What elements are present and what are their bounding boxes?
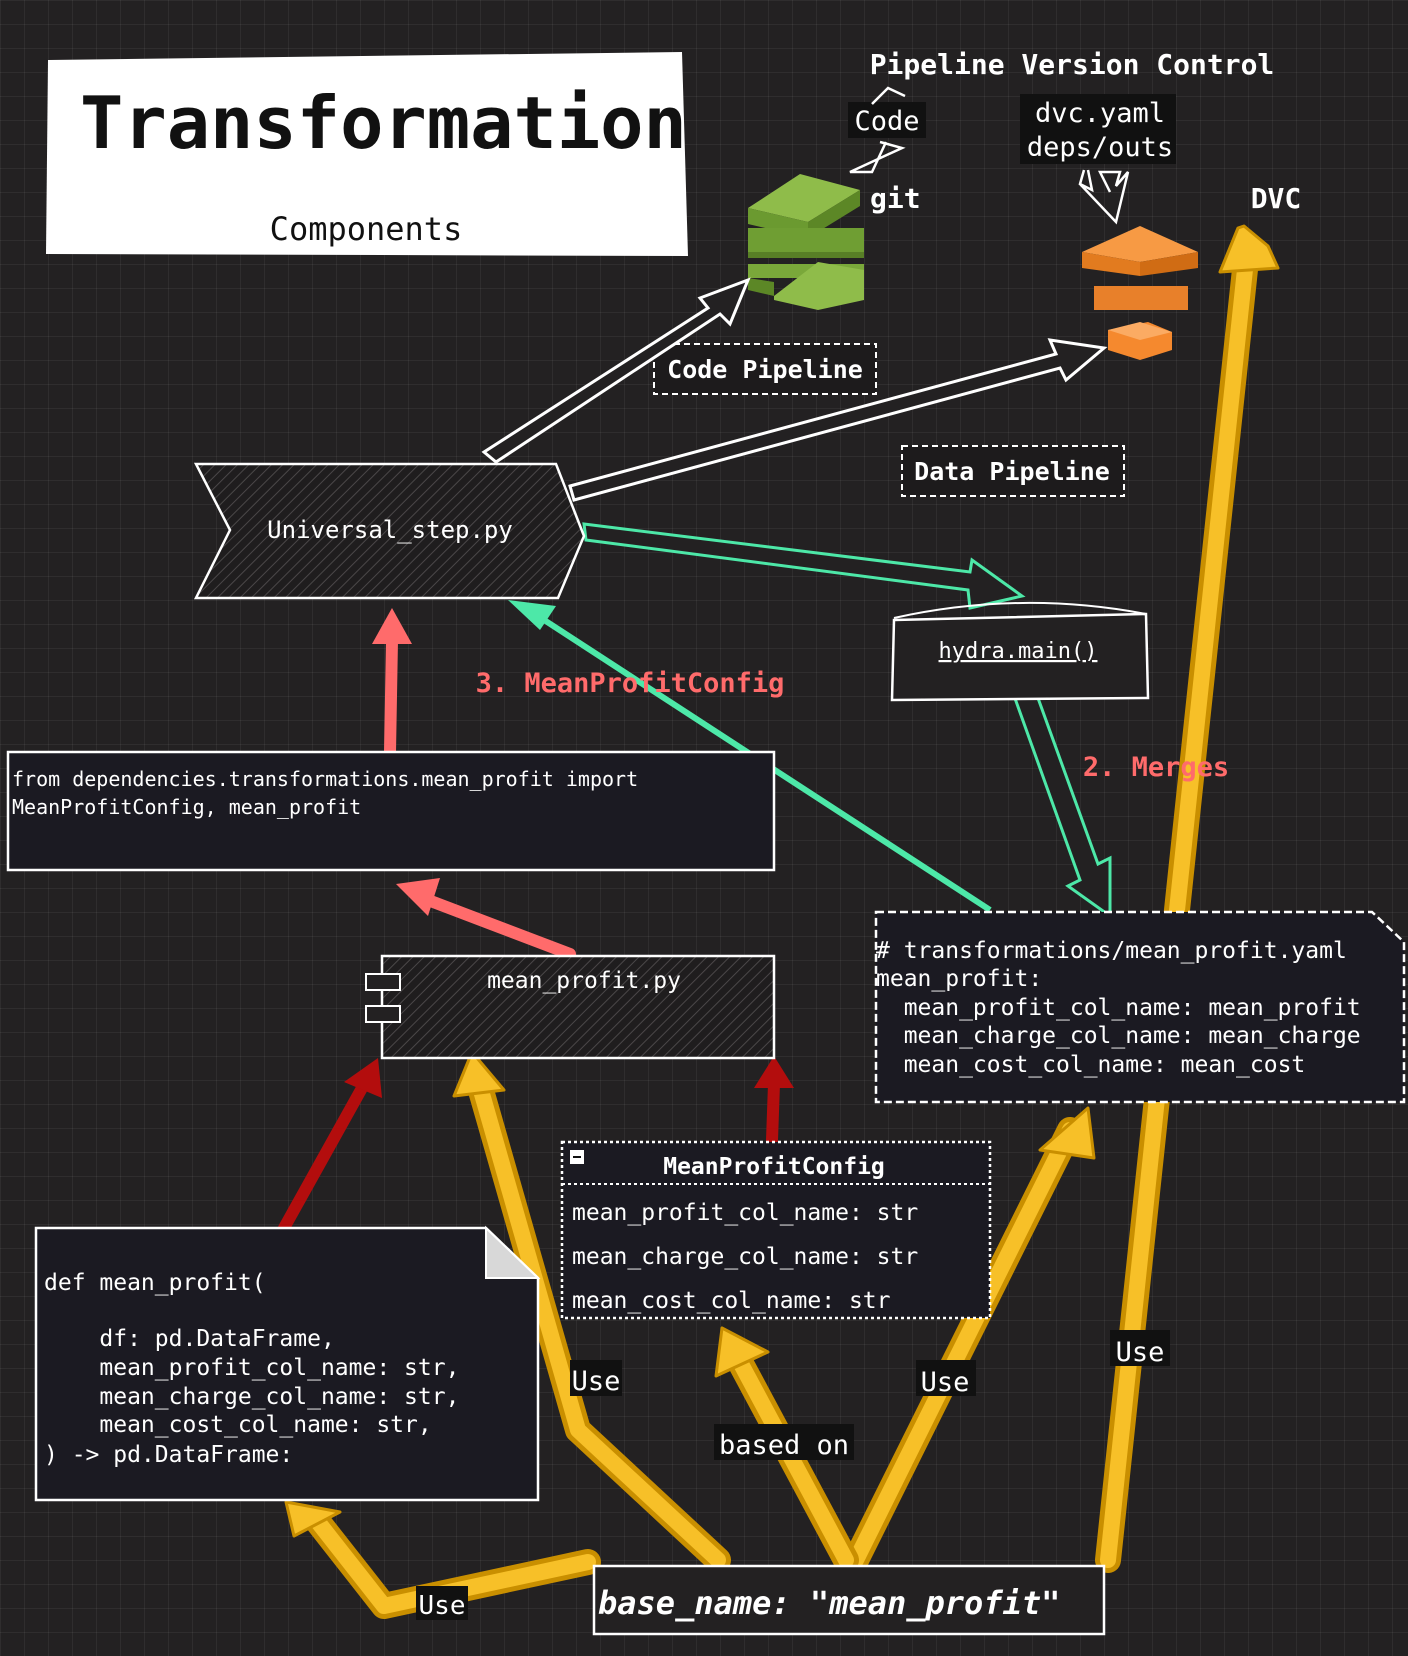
yaml-line-5: mean_cost_col_name: mean_cost [876,1052,1305,1078]
white-arrows [481,277,1108,502]
config-field-1: mean_profit_col_name: str [572,1200,918,1226]
mean-profit-config-class[interactable]: MeanProfitConfig mean_profit_col_name: s… [560,1140,992,1320]
dvc-stack-icon [1082,226,1198,360]
config-field-3: mean_cost_col_name: str [572,1288,891,1314]
function-line-5: mean_charge_col_name: str, [44,1384,459,1410]
yaml-line-1: # transformations/mean_profit.yaml [876,938,1347,964]
use-label-mean-profit: Use [572,1366,621,1397]
use-label-dvc: Use [1116,1337,1165,1368]
git-stack-icon [748,174,864,310]
mean-profit-module[interactable]: mean_profit.py [365,954,776,1060]
diagram-subtitle: Components [270,210,463,248]
universal-step-node[interactable]: Universal_step.py [193,462,586,600]
yaml-line-4: mean_charge_col_name: mean_charge [876,1023,1361,1049]
yaml-line-3: mean_profit_col_name: mean_profit [876,995,1361,1021]
code-pipeline-label: Code Pipeline [653,343,877,395]
code-label-group: Code [848,86,926,174]
function-definition-box: def mean_profit( df: pd.DataFrame, mean_… [34,1225,541,1502]
dvc-yaml-line2: deps/outs [1027,132,1173,163]
import-line-1: from dependencies.transformations.mean_p… [12,767,638,791]
function-line-3: df: pd.DataFrame, [44,1326,335,1352]
import-statement-box: from dependencies.transformations.mean_p… [6,750,776,872]
base-name-label: base_name: "mean_profit" [598,1584,1060,1622]
dvc-yaml-label-group: dvc.yaml deps/outs [1020,94,1176,225]
config-class-name: MeanProfitConfig [663,1154,885,1180]
data-pipeline-label: Data Pipeline [901,445,1125,497]
hydra-main-node[interactable]: hydra.main() [890,601,1150,702]
title-card: Transformation Components [46,52,688,256]
version-control-heading: Pipeline Version Control [870,48,1275,81]
universal-step-label: Universal_step.py [267,516,513,544]
code-label: Code [854,106,919,137]
function-line-1: def mean_profit( [44,1270,266,1296]
diagram-title: Transformation [80,81,687,165]
svg-text:Code Pipeline: Code Pipeline [667,355,863,384]
yaml-line-2: mean_profit: [876,966,1042,992]
merges-step-label: 2. Merges [1083,752,1229,783]
based-on-label: based on [719,1430,849,1461]
component-icon [365,973,401,1023]
use-label-yaml: Use [921,1367,970,1398]
function-line-7: ) -> pd.DataFrame: [44,1442,293,1468]
mean-profit-module-label: mean_profit.py [487,968,681,994]
function-line-4: mean_profit_col_name: str, [44,1355,459,1381]
hydra-main-label: hydra.main() [939,639,1098,664]
base-name-box: base_name: "mean_profit" [592,1564,1106,1636]
yaml-config-box: # transformations/mean_profit.yaml mean_… [874,910,1406,1104]
config-field-2: mean_charge_col_name: str [572,1244,918,1270]
import-line-2: MeanProfitConfig, mean_profit [12,795,361,819]
function-line-6: mean_cost_col_name: str, [44,1412,432,1438]
collapse-icon[interactable] [570,1150,584,1164]
svg-text:Data Pipeline: Data Pipeline [914,457,1110,486]
red-arrows [278,608,794,1234]
git-label: git [870,182,921,215]
mean-profit-config-step-label: 3. MeanProfitConfig [476,668,785,699]
arrow-labels: Use Use Use based on Use [416,1330,1170,1621]
dvc-yaml-line1: dvc.yaml [1035,98,1165,129]
dvc-label: DVC [1251,182,1302,215]
use-label-function: Use [419,1591,466,1621]
